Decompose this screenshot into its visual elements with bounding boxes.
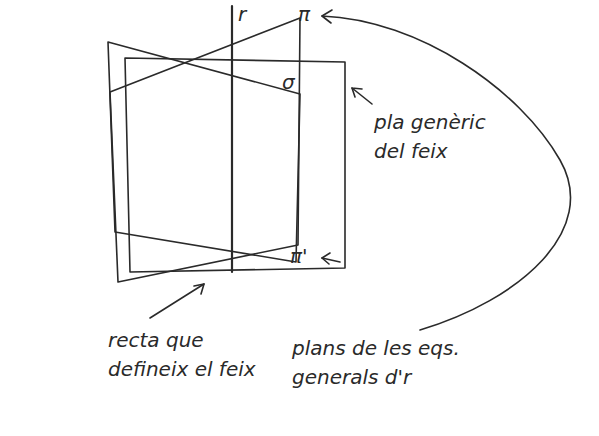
line-label: r — [238, 0, 246, 29]
note-text: pla genèric del feix — [374, 108, 504, 166]
arrow-head — [322, 10, 332, 23]
line-r — [231, 6, 233, 272]
plane-label: π — [298, 0, 310, 29]
arrow-head — [352, 88, 362, 97]
leader-arrow — [150, 284, 204, 318]
leader-arrow — [352, 88, 372, 104]
leader-curve — [322, 16, 571, 330]
plane-pi-prime — [108, 42, 300, 262]
arrow-head — [322, 253, 330, 264]
arrow-head — [194, 284, 204, 294]
plane-pi — [110, 18, 300, 282]
note-text: plans de les eqs. generals d'r — [292, 334, 507, 392]
plane-label: σ — [282, 68, 295, 97]
plane-label: π' — [290, 242, 308, 271]
note-text: recta que defineix el feix — [108, 326, 278, 384]
